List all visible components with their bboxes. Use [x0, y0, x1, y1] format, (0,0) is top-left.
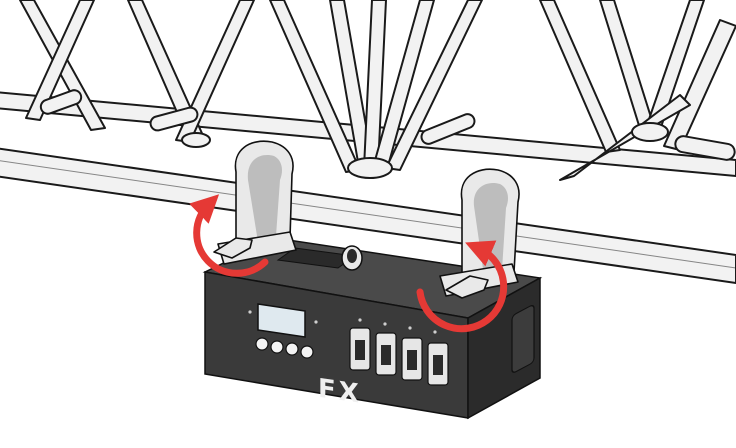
truss [0, 0, 736, 284]
display-screen [257, 303, 306, 338]
relay-sockets [349, 327, 449, 386]
left-wing-bolt [213, 237, 253, 259]
control-buttons [255, 337, 314, 359]
fx-device: FX [202, 237, 543, 420]
truss-nodes [181, 122, 669, 179]
down-button [270, 340, 284, 354]
side-connector [511, 304, 535, 373]
enter-button [300, 345, 314, 359]
left-clamp [213, 140, 297, 265]
rotate-arrow-icon [189, 194, 269, 277]
truss-strut-ends [39, 89, 736, 161]
menu-button [255, 337, 269, 351]
right-wing-bolt [445, 275, 489, 299]
up-button [285, 342, 299, 356]
brand-mark: FX [318, 374, 362, 410]
rotate-arrow-icon [416, 240, 508, 333]
